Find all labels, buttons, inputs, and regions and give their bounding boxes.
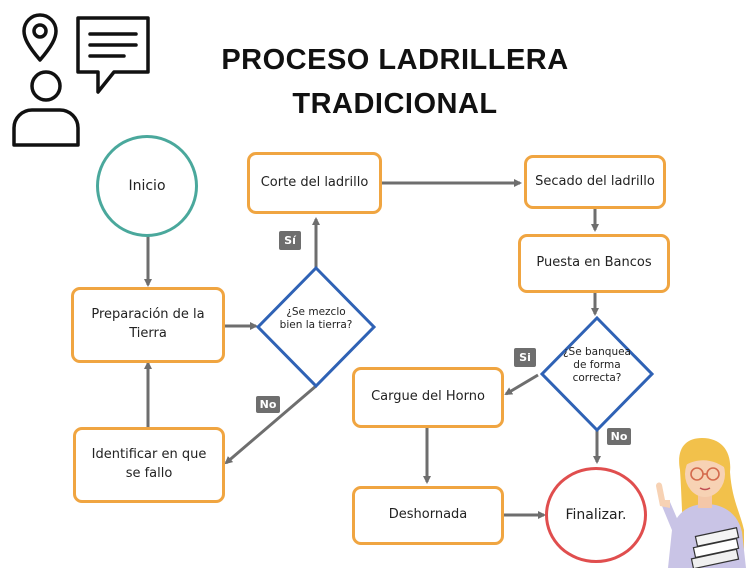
- yes-tag-1: Sí: [279, 231, 301, 250]
- title-line-2: TRADICIONAL: [292, 88, 498, 120]
- start-node: Inicio: [96, 135, 198, 237]
- decision-mezclo-text: ¿Se mezclo bien la tierra?: [279, 306, 353, 332]
- no-tag-2: No: [607, 428, 631, 445]
- end-node: Finalizar.: [545, 467, 647, 563]
- decision-banqueo-text: ¿Se banquea de forma correcta?: [562, 346, 631, 385]
- secado-node: Secado del ladrillo: [524, 155, 666, 209]
- yes-tag-2: Si: [514, 348, 536, 367]
- deshornada-node: Deshornada: [352, 486, 504, 545]
- decision-banqueo-diamond: [539, 315, 655, 433]
- preparacion-node: Preparación de la Tierra: [71, 287, 225, 363]
- decision-mezclo-diamond: [255, 265, 377, 389]
- identificar-node: Identificar en que se fallo: [73, 427, 225, 503]
- puesta-node: Puesta en Bancos: [518, 234, 670, 293]
- corte-node: Corte del ladrillo: [247, 152, 382, 214]
- no-tag-1: No: [256, 396, 280, 413]
- cargue-node: Cargue del Horno: [352, 367, 504, 428]
- title-line-1: PROCESO LADRILLERA: [221, 44, 569, 76]
